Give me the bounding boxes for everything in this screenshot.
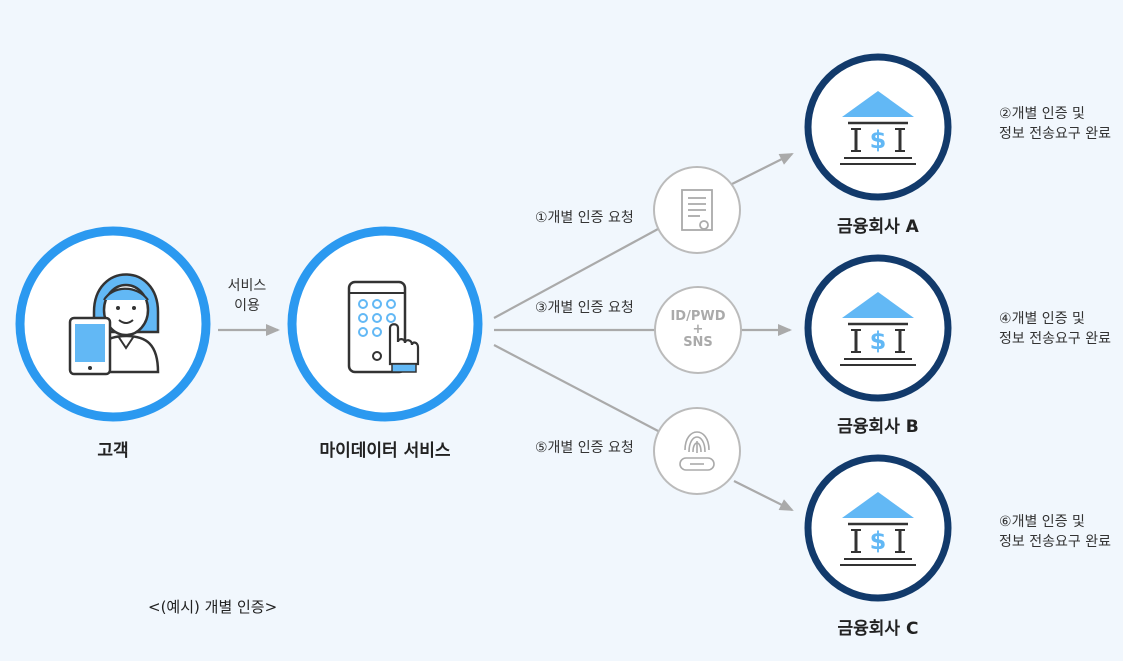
bank-a-label: 금융회사 A	[837, 217, 919, 237]
request-5-label: ⑤개별 인증 요청	[535, 440, 634, 456]
service-use-line2: 이용	[234, 298, 260, 314]
badge-line1: ID/PWD	[670, 309, 726, 324]
service-label: 마이데이터 서비스	[319, 441, 451, 461]
bank-b-label: 금융회사 B	[837, 417, 919, 437]
bank-c-label: 금융회사 C	[837, 619, 919, 639]
bank-b-note-line1: ④개별 인증 및	[999, 311, 1085, 327]
request-3-label: ③개별 인증 요청	[535, 300, 634, 316]
bank-c-node	[804, 454, 952, 602]
bank-a-note-line2: 정보 전송요구 완료	[999, 126, 1111, 142]
customer-node	[15, 226, 211, 422]
id-pwd-sns-text: ID/PWD + SNS	[656, 310, 740, 349]
certificate-badge	[653, 166, 741, 254]
arrow-badge-1-to-bank-a	[729, 153, 794, 186]
fingerprint-badge	[653, 407, 741, 495]
service-node	[287, 226, 483, 422]
bank-b-node	[804, 254, 952, 402]
bank-a-node	[804, 53, 952, 201]
badge-line2: +	[692, 322, 704, 337]
bank-c-note: ⑥개별 인증 및 정보 전송요구 완료	[999, 512, 1111, 552]
badge-line3: SNS	[683, 335, 713, 350]
connectors	[218, 153, 794, 511]
bank-b-note: ④개별 인증 및 정보 전송요구 완료	[999, 309, 1111, 349]
bank-a-note: ②개별 인증 및 정보 전송요구 완료	[999, 104, 1111, 144]
customer-label: 고객	[97, 441, 129, 461]
arrow-badge-3-to-bank-c	[733, 480, 794, 511]
pointing-hand-icon	[388, 323, 420, 373]
bank-b-note-line2: 정보 전송요구 완료	[999, 331, 1111, 347]
bank-c-note-line2: 정보 전송요구 완료	[999, 534, 1111, 550]
id-password-sns-badge	[654, 286, 742, 374]
fingerprint-icon	[679, 431, 715, 471]
request-1-label: ①개별 인증 요청	[535, 210, 634, 226]
service-use-label: 서비스 이용	[212, 276, 282, 316]
line-service-to-badge-1	[493, 228, 659, 319]
bank-c-note-line1: ⑥개별 인증 및	[999, 514, 1085, 530]
service-use-line1: 서비스	[227, 278, 267, 294]
bank-a-note-line1: ②개별 인증 및	[999, 106, 1085, 122]
tablet-icon	[68, 316, 112, 376]
certificate-icon	[681, 189, 713, 231]
line-service-to-badge-3	[493, 344, 661, 433]
example-caption: <(예시) 개별 인증>	[148, 598, 278, 616]
